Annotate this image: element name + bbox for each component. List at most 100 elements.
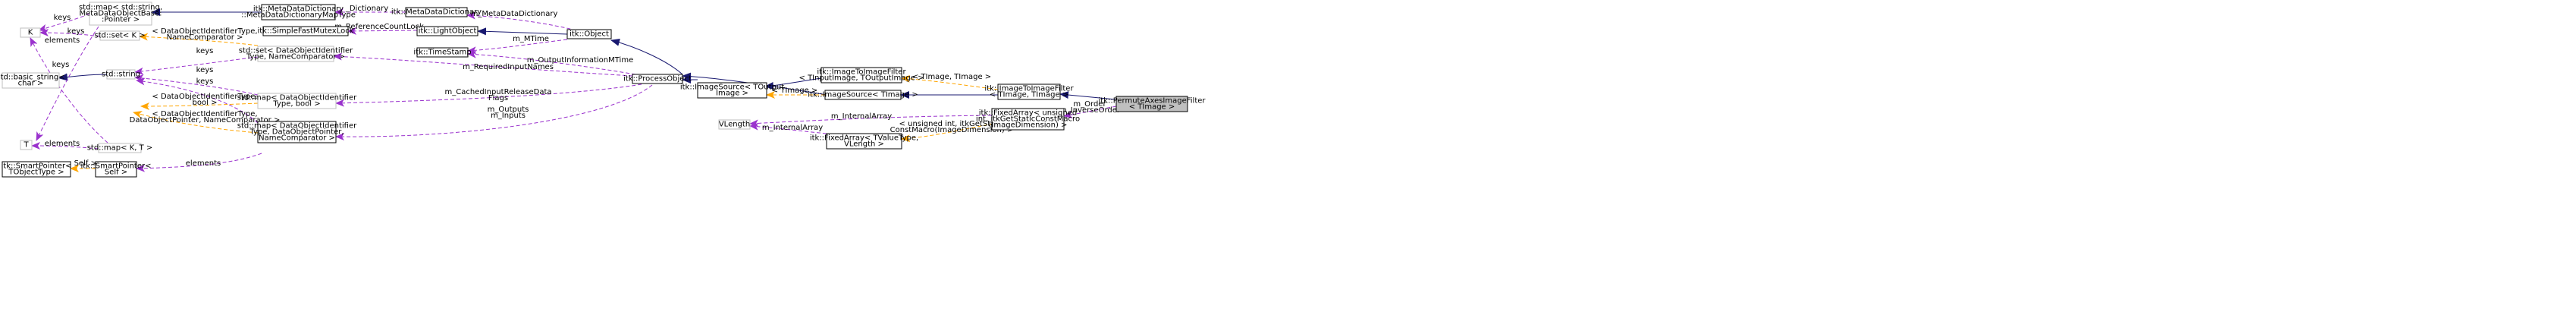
edge-label-line: keys [52, 61, 70, 69]
node-std-map-KT[interactable]: std::map< K, T > [87, 143, 153, 153]
edge-map-bool-to-string-keys [134, 74, 259, 96]
node-object[interactable]: itk::Object [566, 29, 612, 39]
edge-label-doid-namecomparator: < DataObjectIdentifierType,NameComparato… [152, 27, 257, 42]
node-std-string[interactable]: std::string [102, 69, 140, 80]
node-permute-axes[interactable]: itk::PermuteAxesImageFilter< TImage > [1098, 96, 1206, 112]
edge-label-timage: < TImage > [772, 87, 818, 95]
node-smart-ptr-T[interactable]: itk::SmartPointer<TObjectType > [2, 161, 72, 178]
edge-label-line: m_Outputs [488, 106, 529, 114]
node-box [89, 2, 152, 26]
edge-label-m-internalarray-tpl: m_InternalArray [762, 124, 823, 132]
node-box [2, 72, 60, 89]
node-box [405, 7, 468, 17]
node-T[interactable]: T [20, 140, 33, 150]
node-vlength[interactable]: VLength [718, 119, 751, 130]
node-box [262, 26, 349, 36]
edge-label-keys-map-ptr: keys [196, 77, 214, 86]
node-image-to-image-timage[interactable]: itk::ImageToImageFilter< TImage, TImage … [984, 84, 1074, 100]
node-box [95, 161, 137, 178]
node-label: Type, bool > [272, 100, 320, 109]
edge-label-line: bool > [193, 99, 218, 107]
node-simple-mutex[interactable]: itk::SimpleFastMutexLock [257, 26, 354, 36]
edge-label-line: < DataObjectIdentifierType, [152, 110, 257, 118]
node-meta-dict-map-type[interactable]: itk::MetaDataDictionary::MetaDataDiction… [241, 4, 356, 20]
edge-label-keys-map-string: keys [54, 14, 71, 22]
edge-processobject-to-timestamp [467, 50, 636, 75]
node-fixed-array-tpl[interactable]: itk::FixedArray< TValueType,VLength > [810, 133, 918, 150]
edge-map-ptr-to-smartpointer-self-elements [136, 153, 262, 172]
node-smart-ptr-self[interactable]: itk::SmartPointer<Self > [81, 161, 152, 178]
node-box [697, 82, 767, 99]
edge-label-keys-map-bool: keys [196, 66, 214, 74]
node-label: itk::ImageSource< TImage > [808, 91, 918, 99]
node-box [991, 108, 1065, 131]
node-label: std::map< DataObjectIdentifier [237, 94, 357, 102]
edge-string-to-basic-string [58, 73, 108, 81]
edge-object-to-lightobject [477, 27, 568, 36]
node-label: itk::FixedArray< unsigned [979, 109, 1077, 118]
node-image-to-image-tpl[interactable]: itk::ImageToImageFilter< TInputImage, TO… [799, 67, 924, 84]
edge-label-m-metadatadictionary: m_MetaDataDictionary [471, 10, 558, 18]
edge-label-line: _Dictionary [345, 5, 388, 13]
node-std-map-string-meta[interactable]: std::map< std::string,MetaDataObjectBase… [79, 2, 162, 26]
node-std-set-K[interactable]: std::set< K > [94, 30, 146, 41]
edge-label-line: m_MTime [513, 35, 549, 43]
edge-label-line: < TImage > [772, 87, 818, 95]
edge-label-line: elements [45, 36, 80, 45]
node-label: itk::SimpleFastMutexLock [257, 27, 353, 36]
edge-label-line: < DataObjectIdentifierType, [152, 27, 257, 36]
node-box [997, 84, 1061, 100]
edge-label-line: m_InternalArray [762, 124, 823, 132]
edge-label-m-outputinformationmtime: m_OutputInformationMTime [527, 56, 633, 65]
edge-fixedarray-uint-to-fixedarray-tpl [901, 123, 994, 143]
node-label: < TImage, TImage > [990, 91, 1068, 99]
node-label: itk::ProcessObject [623, 75, 692, 84]
node-image-source-out[interactable]: itk::ImageSource< TOutputImage > [680, 82, 784, 99]
edge-label-line: m_InternalArray [831, 112, 892, 121]
edge-label-self: < Self > [65, 159, 97, 168]
node-label: Type, DataObjectPointer, [249, 128, 344, 137]
node-time-stamp[interactable]: itk::TimeStamp [413, 47, 472, 58]
node-meta-dict[interactable]: itk::MetaDataDictionary [391, 7, 482, 17]
edge-label-doid-bool: < DataObjectIdentifierType,bool > [152, 93, 257, 107]
node-box [718, 119, 751, 130]
node-label: std::set< K > [94, 32, 145, 40]
edge-label-keys-set-K: keys [67, 27, 85, 36]
node-box [261, 4, 336, 20]
node-std-map-doid-bool[interactable]: std::map< DataObjectIdentifierType, bool… [237, 93, 357, 109]
edge-object-to-timestamp [467, 39, 568, 55]
edge-map-KT-to-K-keys [30, 37, 108, 143]
node-light-object[interactable]: itk::LightObject [416, 26, 478, 36]
edge-map-string-to-T-elements [36, 26, 99, 141]
node-label: std::map< DataObjectIdentifier [237, 122, 357, 131]
node-box [632, 74, 683, 84]
node-box [416, 47, 469, 58]
node-std-map-doid-ptr[interactable]: std::map< DataObjectIdentifierType, Data… [237, 121, 357, 143]
node-label: Self > [105, 169, 127, 177]
edge-lightobject-to-mutexlock [347, 27, 418, 35]
node-label: itk::MetaDataDictionary [391, 8, 482, 17]
node-std-set-doid[interactable]: std::set< DataObjectIdentifierType, Name… [239, 46, 353, 62]
edge-label-keys-map-KT: keys [52, 61, 70, 69]
node-std-basic-string[interactable]: std::basic_string<char > [0, 72, 65, 89]
edge-label-doid-ptr-namecomparator: < DataObjectIdentifierType,DataObjectPoi… [130, 110, 281, 124]
node-label: TObjectType > [8, 169, 64, 177]
node-K[interactable]: K [20, 27, 41, 38]
node-label: itk::SmartPointer< [2, 162, 72, 171]
node-image-source-timage[interactable]: itk::ImageSource< TImage > [808, 90, 918, 100]
edge-label-line: elements [186, 159, 221, 168]
node-label: char > [18, 80, 44, 88]
node-box [820, 67, 902, 84]
node-box [106, 69, 136, 80]
node-label: itk::SmartPointer< [81, 162, 152, 171]
edge-processobject-to-set-doid [333, 52, 633, 77]
node-label: VLength [719, 121, 750, 129]
node-label: < TInputImage, TOutputImage > [799, 74, 924, 83]
node-box [20, 27, 41, 38]
node-process-object[interactable]: itk::ProcessObject [623, 74, 692, 84]
edge-label-keys-set-doid: keys [196, 47, 214, 55]
node-label: itk::ImageSource< TOutput [680, 84, 784, 92]
